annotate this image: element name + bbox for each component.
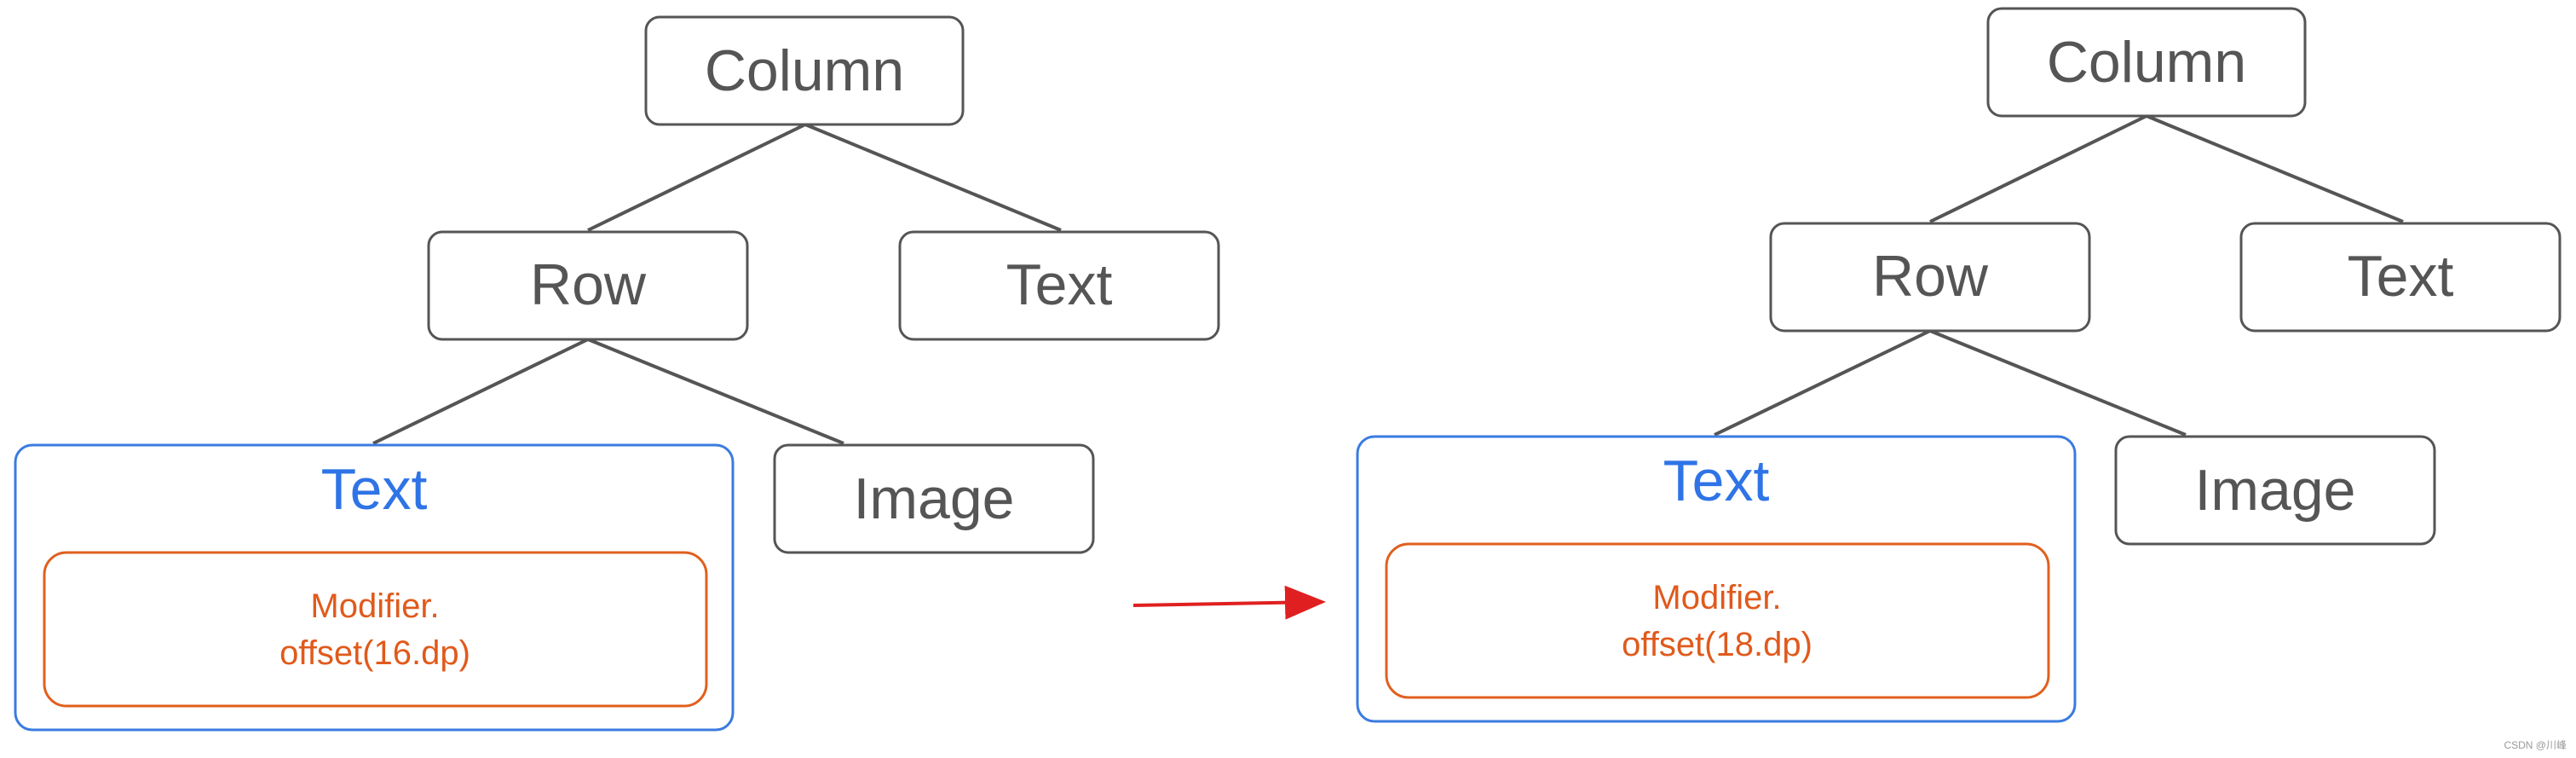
left-node-row-label: Row — [530, 252, 647, 317]
left-edge-column-row — [587, 123, 806, 232]
right-node-text-highlight: Text Modifier. offset(18.dp) — [1356, 435, 2077, 723]
left-node-image: Image — [773, 443, 1095, 554]
left-edge-column-text — [804, 123, 1062, 232]
left-modifier-box: Modifier. offset(16.dp) — [43, 551, 708, 708]
right-node-image: Image — [2114, 435, 2436, 546]
right-edge-row-image — [1929, 329, 2187, 437]
right-edge-row-text — [1714, 329, 1931, 437]
right-node-text: Text — [2239, 222, 2562, 333]
right-modifier-line1: Modifier. — [1652, 579, 1781, 616]
left-edge-row-text — [372, 338, 589, 445]
left-node-text-label: Text — [1006, 252, 1113, 317]
left-node-text: Text — [898, 230, 1220, 341]
transition-arrow — [1132, 585, 1326, 620]
left-node-text-highlight-label: Text — [321, 457, 428, 522]
watermark: CSDN @川峰 — [2504, 739, 2567, 751]
right-node-row: Row — [1769, 222, 2091, 333]
right-tree: Column Row Text Image Text Modifier. off… — [1356, 7, 2562, 723]
left-node-row: Row — [427, 230, 749, 341]
left-modifier-line1: Modifier. — [310, 587, 439, 625]
left-edge-row-image — [587, 338, 844, 445]
right-node-column: Column — [1986, 7, 2307, 118]
right-node-image-label: Image — [2195, 458, 2356, 523]
left-node-image-label: Image — [854, 466, 1015, 531]
left-node-text-highlight: Text Modifier. offset(16.dp) — [14, 443, 735, 732]
right-edge-column-row — [1929, 114, 2147, 223]
left-modifier-line2: offset(16.dp) — [279, 634, 470, 672]
left-node-column-label: Column — [705, 38, 904, 103]
right-node-row-label: Row — [1872, 244, 1989, 309]
left-node-column: Column — [644, 15, 965, 126]
right-modifier-line2: offset(18.dp) — [1622, 626, 1812, 663]
right-node-column-label: Column — [2047, 30, 2246, 95]
right-edge-column-text — [2146, 114, 2404, 223]
right-node-text-highlight-label: Text — [1663, 448, 1770, 513]
right-node-text-label: Text — [2348, 244, 2454, 309]
left-tree: Column Row Text Image Text Modifier. off… — [14, 15, 1220, 732]
right-modifier-box: Modifier. offset(18.dp) — [1385, 542, 2050, 699]
